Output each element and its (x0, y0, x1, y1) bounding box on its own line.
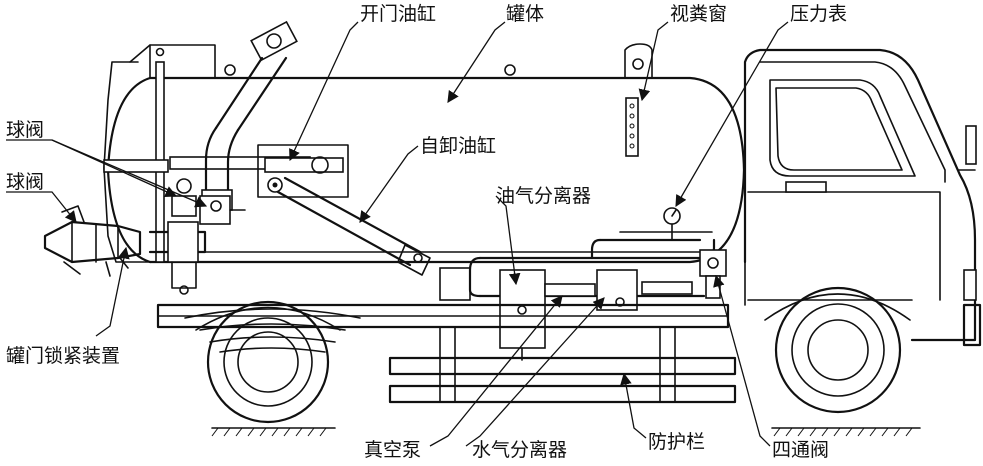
label-sight-glass: 视粪窗 (670, 3, 727, 25)
outlet-nozzle (43, 205, 142, 277)
label-dump-cylinder: 自卸油缸 (420, 135, 496, 157)
truck-cab (743, 48, 982, 347)
label-four-way-valve: 四通阀 (772, 439, 829, 461)
inlet-pipe (148, 20, 298, 295)
rear-wheel (195, 300, 341, 424)
pump-assembly (439, 207, 727, 361)
label-vacuum-pump: 真空泵 (364, 439, 421, 461)
label-water-gas-separator: 水气分离器 (472, 439, 567, 461)
dump-cylinder (276, 176, 431, 276)
label-guard-rail: 防护栏 (648, 431, 705, 453)
label-pressure-gauge: 压力表 (790, 3, 847, 25)
label-door-cylinder: 开门油缸 (360, 3, 436, 25)
front-wheel (764, 286, 911, 414)
label-tank-body: 罐体 (506, 3, 544, 25)
chassis (156, 303, 737, 404)
leader-lines (6, 21, 789, 447)
label-ball-valve-upper: 球阀 (6, 119, 44, 141)
tank-body (103, 43, 746, 264)
ground-lines (211, 427, 921, 437)
label-oil-gas-separator: 油气分离器 (496, 185, 591, 207)
label-door-lock: 罐门锁紧装置 (6, 345, 120, 367)
label-ball-valve-lower: 球阀 (6, 171, 44, 193)
